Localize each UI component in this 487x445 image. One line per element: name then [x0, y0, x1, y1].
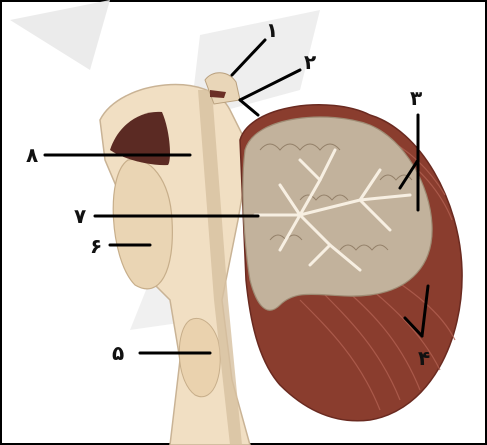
label-3: ۳	[410, 88, 422, 108]
label-4: ۴	[418, 348, 430, 368]
label-8: ۸	[26, 145, 38, 165]
label-7: ۷	[74, 206, 86, 226]
label-5: ۵	[112, 343, 124, 363]
label-2: ۲	[304, 52, 316, 72]
label-1: ۱	[266, 20, 278, 40]
label-6: ۶	[90, 236, 102, 256]
